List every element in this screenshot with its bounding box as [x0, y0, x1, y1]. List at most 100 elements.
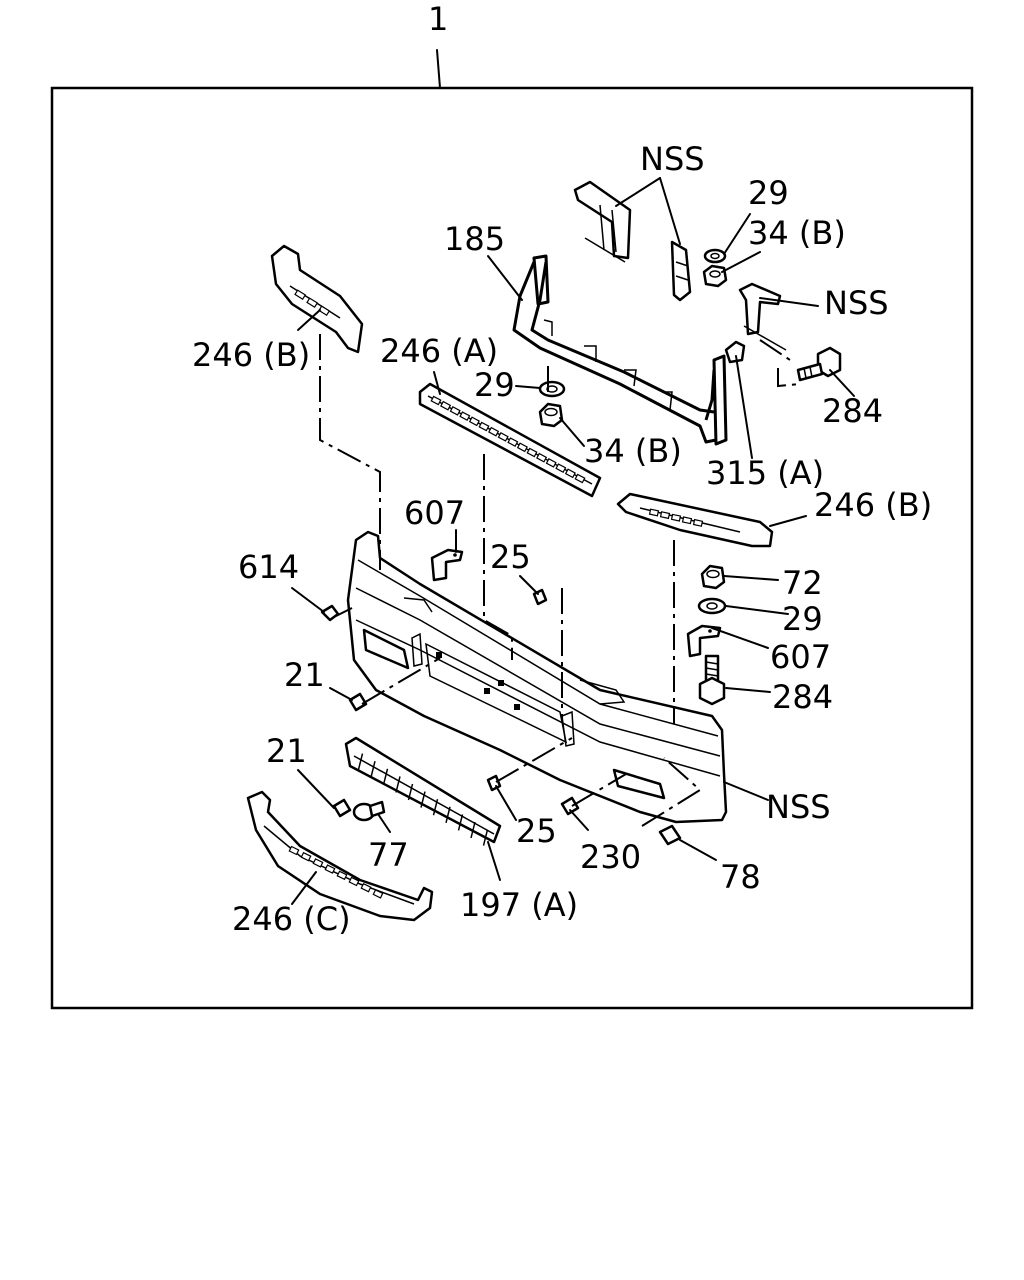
grille-slot: [336, 870, 348, 881]
grille-slot: [372, 889, 384, 899]
grille-slot: [692, 518, 704, 527]
label-34b-top: 34 (B): [748, 214, 846, 252]
grille-mesh-bar: [445, 806, 451, 823]
grille-mesh-bar: [357, 753, 364, 770]
grille-slot: [324, 864, 336, 874]
nut-34b-mid-part: [538, 402, 564, 428]
trim-246c-part: [246, 790, 434, 922]
label-315a: 315 (A): [706, 454, 824, 492]
grille-mesh-bar: [395, 776, 401, 793]
grille-slot: [440, 400, 452, 411]
label-607-left: 607: [404, 494, 465, 532]
grille-slot: [430, 395, 442, 406]
grille-slot: [555, 463, 567, 473]
clip-78-part: [658, 824, 682, 846]
label-77: 77: [368, 836, 409, 874]
grille-246a-slots: [430, 395, 586, 484]
grille-slot: [564, 468, 576, 479]
label-72: 72: [782, 564, 823, 602]
grille-slot: [497, 432, 509, 442]
grille-slot: [507, 437, 519, 447]
grille-246b-right-slots: [648, 508, 704, 527]
grille-slot: [478, 421, 490, 432]
bolt-284-top-part: [796, 346, 842, 382]
grille-slot: [488, 426, 500, 437]
grille-slot: [312, 858, 324, 868]
label-284-bottom: 284: [772, 678, 833, 716]
grille-slot: [468, 416, 480, 427]
nss-bracket-right-part: [738, 282, 787, 351]
label-assembly-1: 1: [428, 0, 448, 38]
grille-mesh-bar: [470, 821, 476, 839]
grille-slot: [681, 516, 693, 525]
grille-slot: [449, 406, 461, 416]
label-607-right: 607: [770, 638, 831, 676]
label-246c: 246 (C): [232, 900, 351, 938]
label-29-right: 29: [782, 600, 823, 638]
nut-34b-top-part: [702, 264, 728, 288]
assembly-leader: [436, 49, 441, 89]
washer-29-right-part: [697, 597, 727, 615]
grille-slot: [536, 452, 548, 463]
label-29-top: 29: [748, 174, 789, 212]
screw-77-part: [352, 800, 386, 822]
label-25-top: 25: [490, 538, 531, 576]
label-nss-bottom: NSS: [766, 788, 831, 826]
grille-slot: [300, 851, 312, 862]
grille-slot: [516, 442, 528, 453]
grille-246b-left-part: [270, 244, 364, 354]
callout-labels: 1 NSS 29 34 (B) 185 NSS 246 (B) 246 (A) …: [192, 0, 932, 938]
grille-mesh-bar: [482, 829, 489, 846]
grille-197a-mesh: [357, 753, 489, 846]
grille-mesh-bar: [432, 799, 439, 816]
grille-slot: [574, 473, 586, 484]
label-614: 614: [238, 548, 299, 586]
label-230: 230: [580, 838, 641, 876]
assembly-frame: [50, 86, 974, 1010]
label-21-a: 21: [284, 656, 325, 694]
label-284-top: 284: [822, 392, 883, 430]
grille-mesh-bar: [420, 791, 426, 808]
nut-72-part: [700, 564, 726, 590]
clip-21-upper-part: [348, 692, 368, 712]
clip-614-part: [320, 604, 340, 622]
grille-slot: [288, 845, 300, 856]
grille-slot: [545, 458, 557, 468]
label-29-mid: 29: [474, 366, 515, 404]
bolt-284-bottom-part: [698, 654, 726, 706]
label-nss-right: NSS: [824, 284, 889, 322]
grille-slot: [360, 882, 372, 893]
grille-mesh-bar: [382, 768, 389, 785]
nss-bracket-upper-part: [573, 180, 692, 302]
bracket-315a-part: [724, 340, 746, 364]
label-78: 78: [720, 858, 761, 896]
grille-mesh-bar: [370, 761, 376, 778]
label-197a: 197 (A): [460, 886, 578, 924]
clip-21-lower-part: [332, 798, 352, 818]
grille-slot: [670, 513, 682, 522]
grille-slot: [526, 447, 538, 458]
label-246b-right: 246 (B): [814, 486, 932, 524]
label-34b-mid: 34 (B): [584, 432, 682, 470]
grille-197a-part: [344, 736, 502, 844]
grille-mesh-bar: [407, 783, 414, 801]
label-246a: 246 (A): [380, 332, 498, 370]
label-246b-left: 246 (B): [192, 336, 310, 374]
label-185: 185: [444, 220, 505, 258]
grille-slot: [348, 876, 360, 887]
leader-lines: [291, 177, 855, 905]
clip-230-part: [560, 796, 580, 816]
label-21-b: 21: [266, 732, 307, 770]
grille-slot: [659, 511, 671, 520]
grille-slot: [648, 508, 660, 517]
washer-29-top-part: [703, 248, 727, 264]
grille-slot: [459, 411, 471, 421]
support-frame-185-part: [512, 254, 728, 446]
bracket-607-right-part: [686, 624, 722, 658]
bumper-body-part: [346, 530, 728, 824]
label-nss-top: NSS: [640, 140, 705, 178]
washer-29-mid-part: [538, 380, 566, 398]
label-25-bottom: 25: [516, 812, 557, 850]
trim-246c-slots: [288, 845, 384, 899]
